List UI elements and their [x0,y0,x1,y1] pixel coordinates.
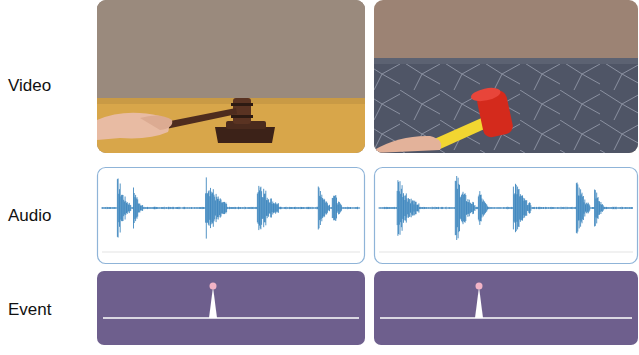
event-baseline [380,317,632,318]
event-panel [97,271,365,345]
audio-axis [102,252,360,253]
audio-panel [375,168,638,264]
event-dot [476,283,483,290]
row-label: Audio [8,206,51,226]
event-spike [209,287,217,318]
event-dot [210,283,217,290]
gavel-photo [97,0,365,153]
event-baseline [103,317,359,318]
event-spike [475,287,483,318]
row-label: Event [8,300,51,320]
audio-axis [379,252,633,253]
event-panel [374,271,638,345]
toy-hammer-photo [374,0,638,153]
audio-panel [98,168,365,264]
audio-waveform [379,176,632,240]
row-label: Video [8,76,51,96]
audio-waveform [102,177,360,238]
